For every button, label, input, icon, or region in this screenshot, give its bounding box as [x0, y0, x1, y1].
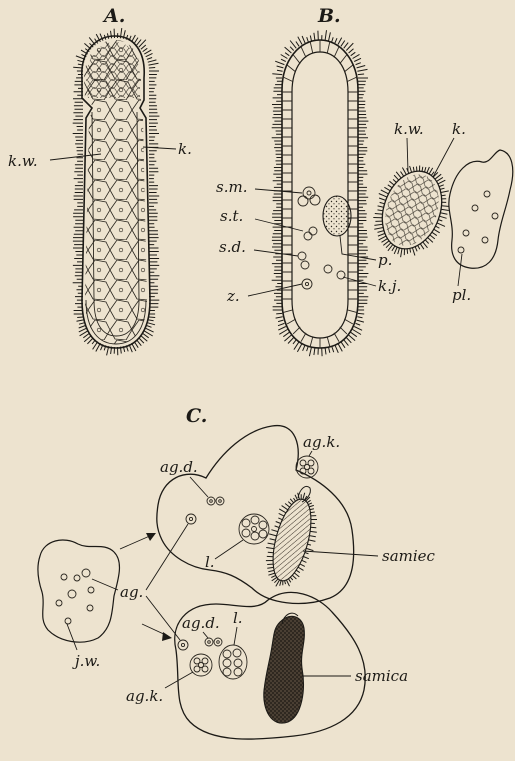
larva-a [73, 28, 160, 355]
label-c-agd-top: ag.d. [160, 458, 198, 476]
label-a-k: k. [178, 140, 192, 158]
label-c-jw: j.w. [72, 652, 100, 670]
larva-b-cilia [272, 30, 369, 356]
source-cell-nucleus-1 [61, 574, 67, 580]
leader-b-k [433, 138, 454, 177]
panel-c: C. [38, 405, 436, 739]
source-cell-nucleus-8 [65, 618, 71, 624]
female-agd-pair [178, 638, 222, 650]
source-cell-nucleus-2 [74, 575, 80, 581]
label-b-sm: s.m. [216, 178, 247, 196]
cell-st-2 [304, 232, 312, 240]
cell-st-1 [309, 227, 317, 235]
leader-c-l-bottom [234, 627, 237, 645]
male-plasmodium [157, 426, 354, 604]
female-organism [264, 613, 305, 723]
cell-sm-3 [298, 196, 308, 206]
panel-a-letter: A. [102, 5, 125, 27]
cell-z [302, 279, 312, 289]
male-agd-pair [207, 497, 224, 505]
source-cell-nucleus-4 [68, 590, 76, 598]
cell-sd-2 [301, 261, 309, 269]
cell-kj-1 [324, 265, 332, 273]
source-cell-nucleus-5 [88, 587, 94, 593]
leader-c-jw [67, 624, 77, 650]
label-b-p: p. [378, 251, 392, 269]
label-c-samiec: samiec [382, 547, 436, 565]
plasmodium-b-nucleus-6 [458, 247, 464, 253]
female-l-cluster [219, 645, 247, 679]
label-b-k: k. [452, 120, 466, 138]
female-agk-cluster [190, 654, 212, 676]
plasmodium-b-nucleus-4 [463, 230, 469, 236]
cell-p-body [323, 196, 351, 236]
leader-c-samiec [303, 551, 378, 556]
source-cell-c-outline [38, 540, 120, 642]
cell-z-nucleus [305, 282, 308, 285]
internal-cells-b [298, 187, 351, 289]
female-organism-body [264, 616, 305, 723]
plasmodium-b-nucleus-1 [484, 191, 490, 197]
label-b-st: s.t. [220, 207, 243, 225]
label-c-ag: ag. [120, 583, 143, 601]
source-cell-nucleus-3 [82, 569, 90, 577]
label-c-agd-bottom: ag.d. [182, 614, 220, 632]
plasmodium-b-nucleus-5 [482, 237, 488, 243]
male-ag-cell [186, 514, 196, 524]
larva-b-outer [282, 40, 358, 348]
arrow-to-female-head [162, 632, 172, 641]
panel-b-letter: B. [317, 5, 341, 27]
label-b-kj: k.j. [378, 277, 401, 295]
label-c-agk-top: ag.k. [303, 433, 340, 451]
panel-a: A. k.w. k. [8, 5, 192, 355]
leader-a-k [143, 147, 176, 149]
label-b-kw: k.w. [394, 120, 424, 138]
male-organism [266, 486, 319, 586]
leader-c-agk-top [309, 451, 312, 456]
larva-b [272, 30, 369, 356]
leader-c-agd-bottom [203, 632, 208, 638]
leader-c-ag-1 [92, 579, 118, 590]
cell-sm-1 [303, 187, 315, 199]
source-cell-nucleus-6 [56, 600, 62, 606]
male-ag-cell-nucleus [189, 517, 192, 520]
cell-sm-2 [310, 195, 320, 205]
leader-b-pl [458, 254, 462, 286]
panel-b: B. [216, 5, 513, 356]
cell-kj-2 [337, 271, 345, 279]
leader-b-z [248, 284, 302, 296]
ciliated-body-b [372, 163, 452, 257]
label-c-samica: samica [355, 667, 408, 685]
leader-b-kw [407, 138, 408, 172]
plasmodium-b-nucleus-3 [492, 213, 498, 219]
label-b-pl: pl. [452, 286, 471, 304]
plasmodium-b-nucleus-2 [472, 205, 478, 211]
larva-b-wall-cells [282, 40, 358, 348]
source-cell-c [38, 540, 120, 642]
label-b-z: z. [226, 287, 240, 305]
cell-sm-1-nucleus [307, 191, 311, 195]
label-c-l-bottom: l. [233, 609, 243, 627]
label-a-kw: k.w. [8, 152, 38, 170]
ciliated-body-b-cells [376, 167, 448, 254]
plasmodium-b [449, 150, 513, 268]
leader-c-agd-top [190, 477, 208, 497]
panel-c-letter: C. [186, 405, 207, 427]
leader-c-l-top [215, 540, 243, 559]
arrow-to-male [120, 535, 152, 549]
male-plasmodium-outline [157, 426, 354, 604]
cell-sd-1 [298, 252, 306, 260]
source-cell-nucleus-7 [87, 605, 93, 611]
label-c-l-top: l. [205, 553, 215, 571]
larva-b-inner [292, 52, 348, 338]
leader-c-agk-bottom [165, 672, 193, 688]
label-b-sd: s.d. [219, 238, 246, 256]
male-l-cluster [239, 514, 269, 544]
leader-b-sm [255, 189, 302, 193]
label-c-agk-bottom: ag.k. [126, 687, 163, 705]
